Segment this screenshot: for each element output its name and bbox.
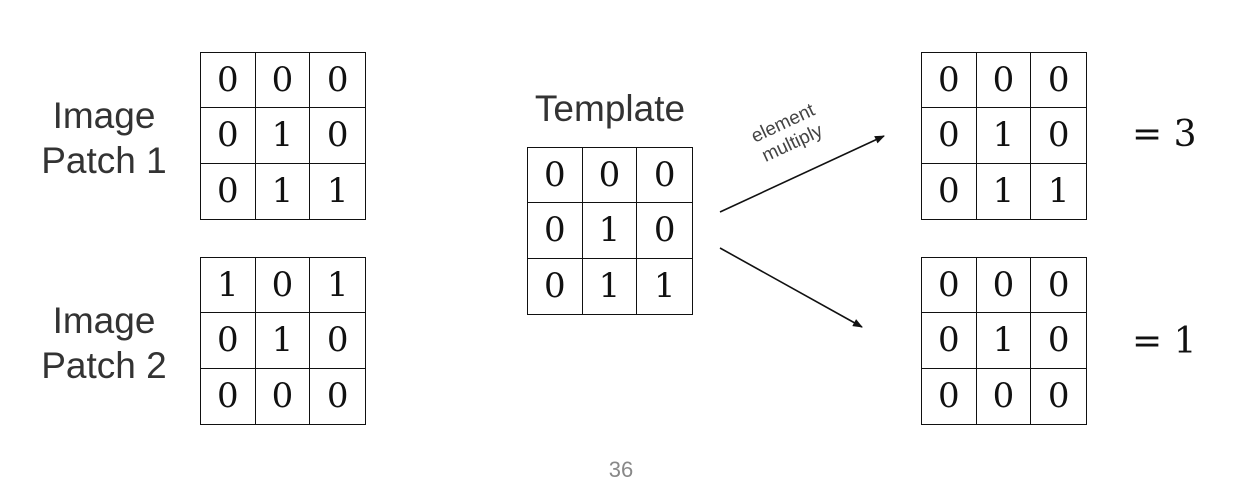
grid-cell: 1: [582, 203, 638, 259]
patch2-label: Image Patch 2: [34, 298, 174, 388]
grid-cell: 0: [528, 203, 583, 259]
grid-cell: 0: [582, 148, 638, 204]
grid-cell: 0: [256, 368, 311, 424]
grid-cell: 0: [201, 368, 256, 424]
grid-cell: 1: [255, 313, 311, 369]
grid-cell: 0: [922, 108, 977, 164]
grid-cell: 0: [1047, 376, 1070, 417]
template-label: Template: [534, 88, 686, 129]
patch1-label-line1: Image: [52, 95, 156, 136]
grid-cell: 0: [922, 163, 977, 219]
grid-cell: 1: [583, 258, 638, 314]
arrow-to-result2: [719, 247, 863, 328]
grid-cell: 1: [255, 108, 311, 164]
grid-cell: 0: [201, 108, 256, 164]
grid-cell: 0: [310, 313, 365, 369]
grid-cell: 1: [977, 163, 1032, 219]
grid-cell: 0: [310, 108, 365, 164]
grid-cell: 0: [1031, 313, 1086, 369]
grid-cell: 1: [976, 313, 1032, 369]
grid-cell: 0: [528, 258, 583, 314]
grid-cell: 1: [256, 163, 311, 219]
grid-cell: 1: [310, 258, 365, 314]
grid-cell: 0: [1031, 108, 1086, 164]
grid-cell: 0: [255, 53, 311, 109]
patch1-label: Image Patch 1: [34, 93, 174, 183]
grid-cell: 0: [922, 53, 977, 109]
grid-cell: 0: [528, 148, 583, 204]
grid-cell: 0: [201, 53, 256, 109]
grid-cell: 1: [976, 108, 1032, 164]
arrow-to-result1: [719, 135, 885, 213]
grid-cell: 0: [976, 53, 1032, 109]
grid-cell: 0: [255, 258, 311, 314]
grid-cell: 0: [977, 368, 1032, 424]
grid-cell: 0: [922, 368, 977, 424]
grid-cell: 1: [1047, 171, 1070, 212]
patch1-label-line2: Patch 1: [41, 140, 167, 181]
grid-cell: 0: [922, 313, 977, 369]
grid-cell: 0: [637, 203, 692, 259]
grid-cell: 0: [1031, 258, 1086, 314]
grid-cell: 0: [976, 258, 1032, 314]
grid-cell: 0: [637, 148, 692, 204]
patch2-label-line2: Patch 2: [41, 345, 167, 386]
grid-cell: 1: [201, 258, 256, 314]
grid-cell: 0: [922, 258, 977, 314]
result1-sum: = 3: [1132, 114, 1197, 155]
grid-cell: 0: [310, 53, 365, 109]
grid-cell: 0: [326, 376, 349, 417]
result2-sum: = 1: [1132, 321, 1197, 362]
grid-cell: 0: [201, 313, 256, 369]
page-number: 36: [608, 457, 634, 482]
grid-cell: 0: [201, 163, 256, 219]
grid-cell: 0: [1031, 53, 1086, 109]
patch2-label-line1: Image: [52, 300, 156, 341]
grid-cell: 1: [326, 171, 349, 212]
grid-cell: 1: [653, 266, 676, 307]
